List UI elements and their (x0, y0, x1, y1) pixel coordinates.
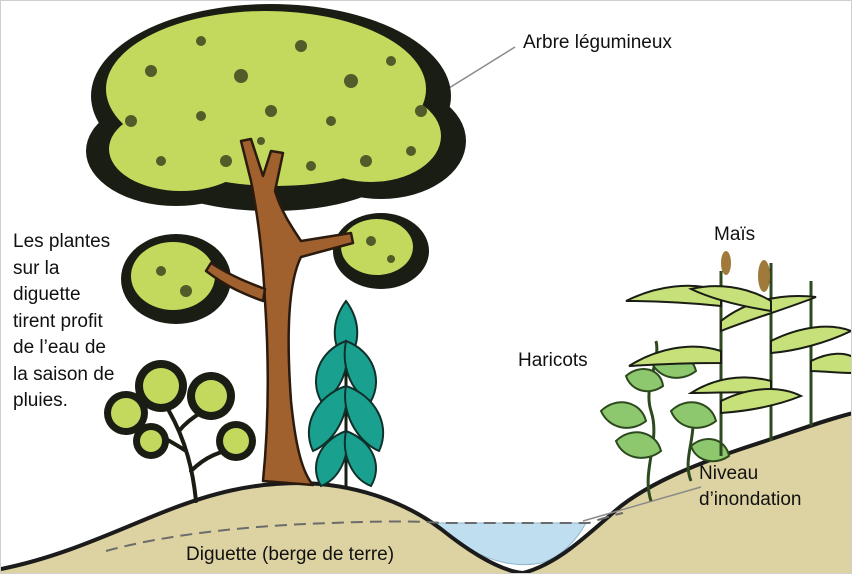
teal-plant (309, 301, 383, 489)
note-line: pluies. (13, 388, 114, 415)
note-line: sur la (13, 256, 114, 283)
earth-bank-label: Diguette (berge de terre) (186, 543, 394, 567)
flood-label-line-1: Niveau (699, 461, 801, 487)
flood-level-label: Niveau d’inondation (699, 461, 801, 513)
note-line: tirent profit (13, 309, 114, 336)
note-line: la saison de (13, 362, 114, 389)
left-shrub (104, 360, 256, 501)
flood-label-line-2: d’inondation (699, 487, 801, 513)
note-line: Les plantes (13, 229, 114, 256)
tree-label: Arbre légumineux (523, 31, 672, 55)
note-line: diguette (13, 282, 114, 309)
plants-benefit-note: Les plantes sur la diguette tirent profi… (13, 229, 114, 415)
tree-leader-line (441, 47, 515, 93)
maize-label: Maïs (714, 223, 755, 247)
beans-label: Haricots (518, 349, 588, 373)
note-line: de l’eau de (13, 335, 114, 362)
